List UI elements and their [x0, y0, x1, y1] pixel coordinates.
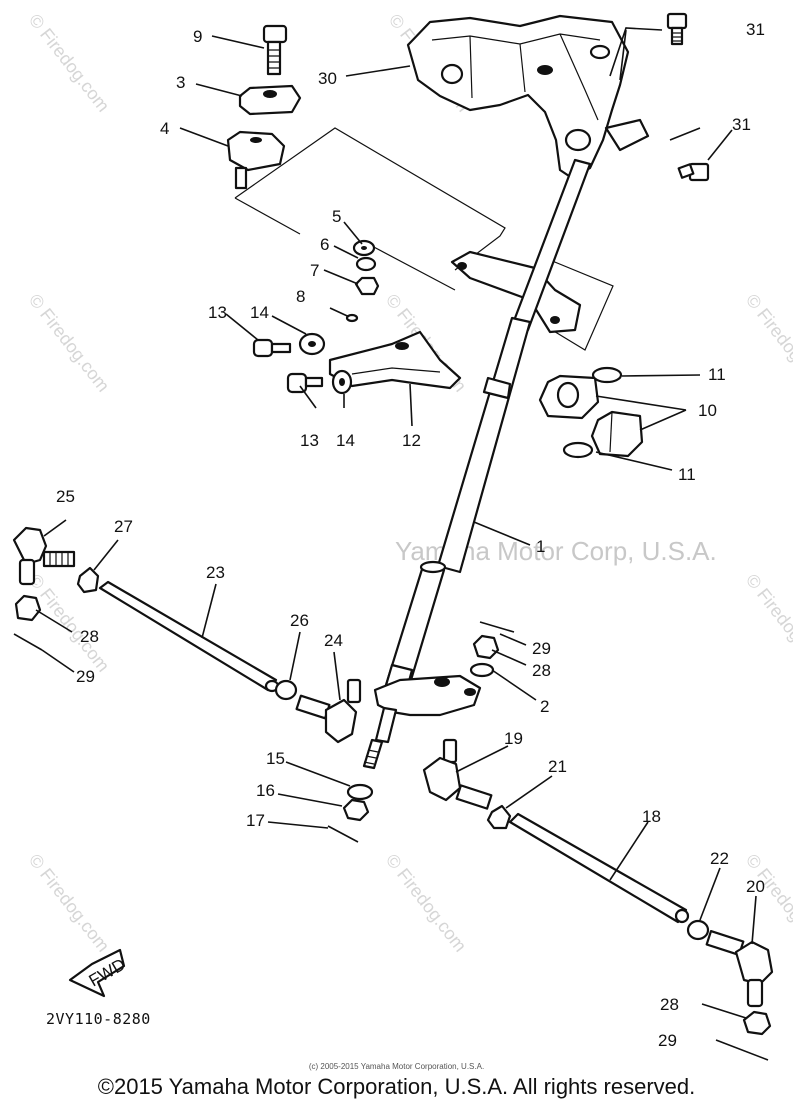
- watermark-firedog: © Firedog.com: [25, 570, 114, 676]
- callout-17: 17: [246, 811, 265, 830]
- cotter-pin-part: [329, 307, 359, 323]
- castle-nut-part: [742, 1010, 772, 1036]
- right-tie-rod-part: [508, 812, 690, 924]
- watermark-firedog: © Firedog.com: [742, 570, 793, 676]
- washer-part: [591, 366, 623, 384]
- lock-nut-part: [274, 679, 298, 701]
- callout-28: 28: [532, 661, 551, 680]
- column-bracket-part: [450, 250, 582, 334]
- cotter-pin-part: [479, 621, 515, 633]
- cotter-pin-part: [13, 633, 43, 651]
- cotter-pin-part: [327, 825, 359, 843]
- steering-column-part: [362, 158, 592, 770]
- watermark-firedog: © Firedog.com: [742, 290, 793, 396]
- forward-arrow-icon: FWD: [68, 948, 129, 998]
- callout-5: 5: [332, 207, 341, 226]
- callout-19: 19: [504, 729, 523, 748]
- collar-part: [331, 369, 353, 395]
- callout-24: 24: [324, 631, 343, 650]
- watermark-firedog: © Firedog.com: [742, 850, 793, 956]
- leader-lines: [35, 27, 757, 1019]
- watermark-firedog: © Firedog.com: [25, 10, 114, 116]
- right-tie-rod-end-part: [422, 738, 493, 810]
- washer-part: [346, 783, 374, 801]
- callout-11: 11: [708, 365, 726, 384]
- bolt-part: [252, 338, 292, 358]
- bolt-part: [286, 372, 324, 394]
- lower-handlebar-holder-part: [226, 130, 286, 190]
- washer-part: [562, 441, 594, 459]
- bushing-part: [590, 410, 644, 458]
- castle-nut-part: [14, 594, 42, 622]
- pitman-arm-part: [373, 674, 482, 744]
- callout-29: 29: [658, 1031, 677, 1050]
- callout-28: 28: [80, 627, 99, 646]
- left-tie-rod-end-part: [12, 526, 76, 586]
- bolt-part: [262, 24, 288, 76]
- upper-handlebar-holder-part: [238, 84, 302, 116]
- handlebar-holder-part: [406, 14, 650, 180]
- callout-16: 16: [256, 781, 275, 800]
- small-copyright: (c) 2005-2015 Yamaha Motor Corporation, …: [308, 1062, 485, 1071]
- bolt-part: [666, 12, 688, 46]
- callout-29: 29: [532, 639, 551, 658]
- callout-7: 7: [310, 261, 319, 280]
- callout-9: 9: [193, 27, 202, 46]
- callout-2: 2: [540, 697, 549, 716]
- lock-nut-part: [486, 804, 512, 830]
- callout-labels: 9 3 4 30 31 31 5 6 7 8 13 14 13 14 12 11…: [56, 20, 765, 1050]
- callout-10: 10: [698, 401, 717, 420]
- left-tie-rod-end-part: [295, 678, 362, 744]
- callout-20: 20: [746, 877, 765, 896]
- callout-25: 25: [56, 487, 75, 506]
- callout-30: 30: [318, 69, 337, 88]
- callout-14: 14: [250, 303, 269, 322]
- callout-15: 15: [266, 749, 285, 768]
- cotter-pin-part: [715, 1039, 769, 1061]
- watermark-firedog: © Firedog.com: [25, 290, 114, 396]
- callout-6: 6: [320, 235, 329, 254]
- callout-23: 23: [206, 563, 225, 582]
- left-tie-rod-part: [98, 580, 280, 693]
- lock-nut-part: [686, 919, 710, 941]
- bushing-part: [538, 374, 600, 420]
- castle-nut-part: [472, 634, 500, 660]
- castle-nut-part: [342, 798, 370, 822]
- callout-14: 14: [336, 431, 355, 450]
- callout-31: 31: [732, 115, 751, 134]
- callout-4: 4: [160, 119, 169, 138]
- callout-3: 3: [176, 73, 185, 92]
- right-tie-rod-end-part: [705, 929, 774, 1008]
- diagram-code: 2VY110-8280: [46, 1010, 151, 1028]
- callout-12: 12: [402, 431, 421, 450]
- callout-28: 28: [660, 995, 679, 1014]
- callout-31: 31: [746, 20, 765, 39]
- callout-22: 22: [710, 849, 729, 868]
- callout-21: 21: [548, 757, 567, 776]
- collar-part: [298, 332, 326, 356]
- callout-26: 26: [290, 611, 309, 630]
- bolt-part: [677, 162, 710, 182]
- washer-part: [469, 662, 495, 678]
- callout-29: 29: [76, 667, 95, 686]
- callout-1: 1: [536, 537, 545, 556]
- callout-8: 8: [296, 287, 305, 306]
- nut-part: [354, 276, 380, 296]
- footer-copyright: ©2015 Yamaha Motor Corporation, U.S.A. A…: [97, 1074, 696, 1099]
- callout-13: 13: [300, 431, 319, 450]
- callout-27: 27: [114, 517, 133, 536]
- watermark-firedog: © Firedog.com: [25, 850, 114, 956]
- washer-part: [352, 239, 376, 257]
- callout-18: 18: [642, 807, 661, 826]
- watermark-firedog: © Firedog.com: [382, 850, 471, 956]
- callout-13: 13: [208, 303, 227, 322]
- lock-nut-part: [76, 566, 100, 594]
- callout-11: 11: [678, 465, 696, 484]
- lock-washer-part: [355, 256, 377, 272]
